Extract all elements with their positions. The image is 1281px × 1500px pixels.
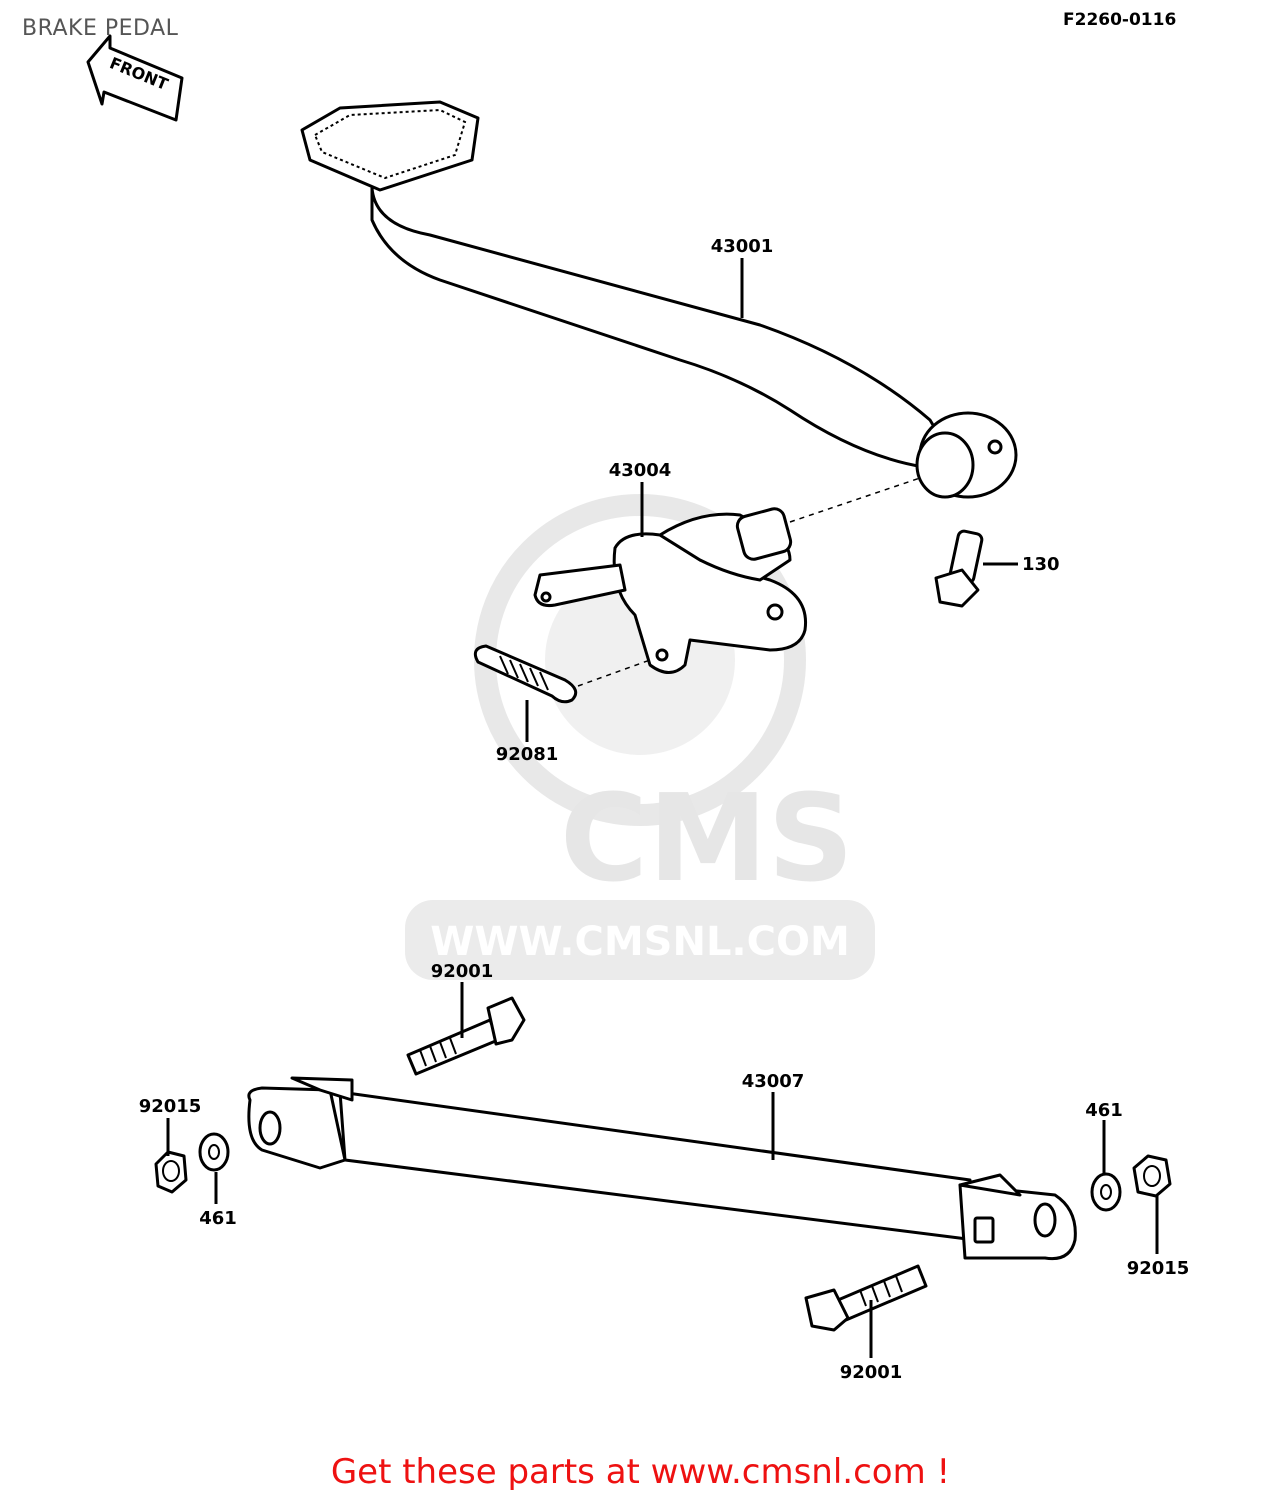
diagram-title: BRAKE PEDAL	[22, 16, 179, 41]
callout-461-left: 461	[199, 1208, 237, 1229]
left-nut	[154, 1150, 188, 1194]
callout-43004: 43004	[609, 460, 672, 481]
callout-92015-left: 92015	[139, 1096, 202, 1117]
brake-pedal	[300, 100, 1018, 499]
cms-watermark: CMS WWW.CMSNL.COM	[405, 494, 875, 980]
callout-92081: 92081	[496, 744, 559, 765]
watermark-url: WWW.CMSNL.COM	[430, 919, 850, 965]
watermark-brand: CMS	[560, 770, 854, 909]
front-arrow: FRONT	[86, 34, 184, 122]
top-bolt	[406, 996, 526, 1076]
right-nut	[1132, 1154, 1172, 1198]
return-spring	[473, 644, 651, 704]
callout-92001-top: 92001	[431, 961, 494, 982]
callout-43001: 43001	[711, 236, 774, 257]
right-washer	[1090, 1172, 1122, 1212]
figure-code: F2260-0116	[1063, 10, 1177, 30]
callout-43007: 43007	[742, 1071, 805, 1092]
callout-130: 130	[1022, 554, 1060, 575]
callout-461-right: 461	[1085, 1100, 1123, 1121]
callout-92001-bottom: 92001	[840, 1362, 903, 1383]
brake-rod	[247, 1076, 1077, 1261]
callout-92015-right: 92015	[1127, 1258, 1190, 1279]
brake-shaft	[533, 477, 921, 674]
pedal-bolt	[934, 529, 984, 608]
footer-link[interactable]: Get these parts at www.cmsnl.com !	[330, 1452, 951, 1492]
bottom-bolt	[804, 1264, 928, 1332]
left-washer	[198, 1132, 230, 1172]
